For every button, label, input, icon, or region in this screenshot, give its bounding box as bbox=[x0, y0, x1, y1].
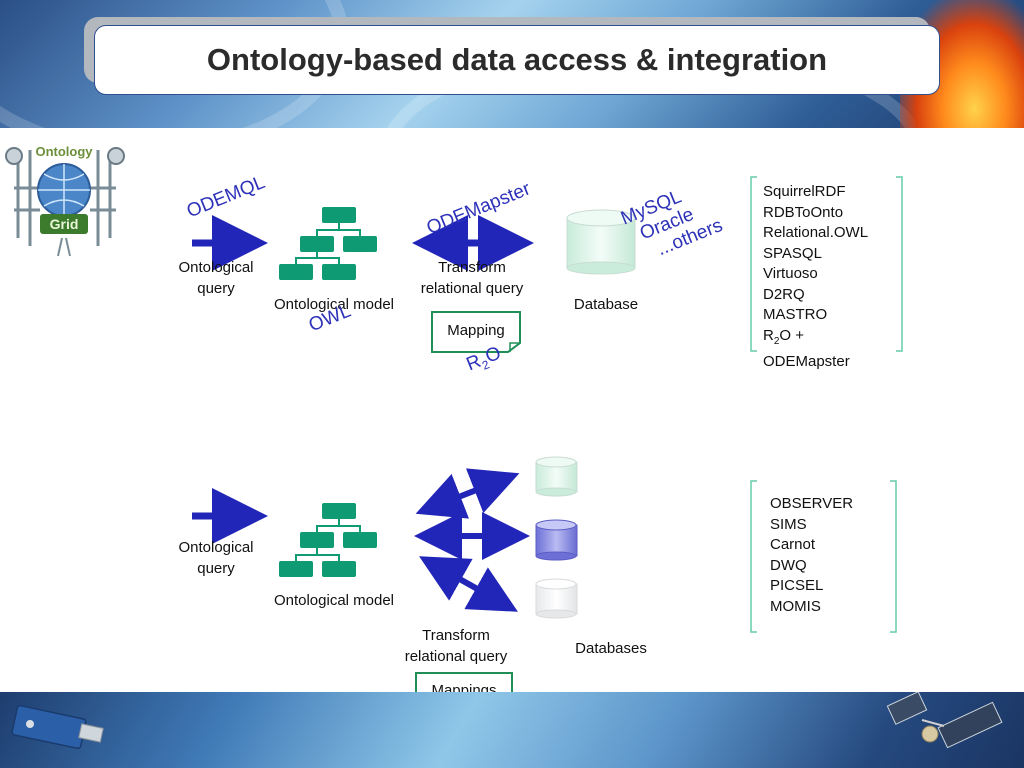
title-box: Ontology-based data access & integration bbox=[94, 25, 940, 95]
tools-bracket bbox=[750, 176, 903, 352]
systems-list: OBSERVER SIMS Carnot DWQ PICSEL MOMIS bbox=[770, 494, 853, 617]
logo-text-top: Ontology bbox=[35, 144, 93, 159]
model-label-bottom: Ontological model bbox=[273, 592, 395, 609]
list-item: DWQ bbox=[770, 556, 807, 574]
list-item: SIMS bbox=[770, 515, 807, 533]
page-title: Ontology-based data access & integration bbox=[206, 42, 828, 77]
tools-list: SquirrelRDF RDBToOnto Relational.OWL SPA… bbox=[763, 182, 868, 373]
database-icon-3 bbox=[535, 578, 578, 619]
list-item: RDBToOnto bbox=[763, 203, 844, 221]
ontology-tree-top bbox=[279, 207, 377, 280]
usb-device-image bbox=[11, 704, 104, 750]
list-item: MASTRO bbox=[763, 306, 828, 323]
databases-label: Databases bbox=[575, 640, 647, 657]
ontology-tree-bottom bbox=[279, 503, 377, 577]
footer-banner bbox=[0, 692, 1024, 768]
mapping-label: Mapping bbox=[447, 322, 505, 339]
list-item: ODEMapster bbox=[763, 353, 850, 370]
model-label-top: Ontological model bbox=[273, 296, 395, 313]
satellite-image bbox=[886, 692, 1003, 749]
list-item: Carnot bbox=[770, 536, 816, 553]
list-item: Virtuoso bbox=[763, 265, 818, 282]
database-icon-2 bbox=[535, 519, 578, 561]
list-item: SPASQL bbox=[763, 244, 822, 262]
list-item: R2O + bbox=[763, 326, 805, 347]
list-item: MOMIS bbox=[770, 597, 821, 615]
database-label: Database bbox=[573, 296, 639, 313]
list-item: SquirrelRDF bbox=[763, 183, 846, 200]
logo-text-bottom: Grid bbox=[50, 216, 79, 232]
database-icon bbox=[566, 209, 636, 275]
systems-bracket bbox=[750, 480, 897, 633]
ontology-grid-logo: Ontology Grid bbox=[0, 128, 130, 268]
list-item: Relational.OWL bbox=[763, 224, 869, 241]
list-item: OBSERVER bbox=[770, 495, 854, 512]
list-item: D2RQ bbox=[763, 285, 805, 303]
list-item: PICSEL bbox=[770, 577, 824, 594]
database-icon-1 bbox=[535, 456, 578, 497]
transform-arrows-bottom bbox=[414, 468, 530, 612]
mapping-document-top bbox=[431, 311, 521, 353]
